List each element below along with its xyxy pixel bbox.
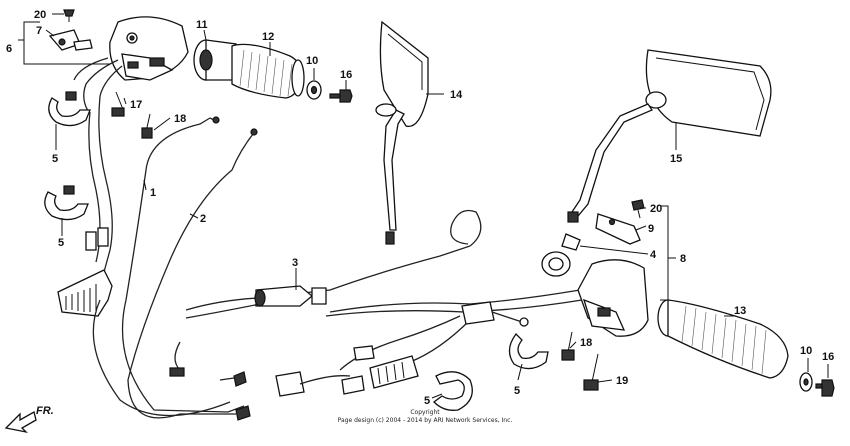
throttle-cable-part-1[interactable] <box>121 116 245 413</box>
washer-part-10-left[interactable] <box>306 80 322 100</box>
screw-part-20-right[interactable] <box>631 199 645 219</box>
switch-bracket-part-9[interactable] <box>595 213 641 245</box>
callout-7: 7 <box>36 25 42 37</box>
callout-16-right: 16 <box>822 351 834 363</box>
callout-9: 9 <box>648 223 654 235</box>
copyright-notice: Copyright Page design (c) 2004 - 2014 by… <box>338 409 513 424</box>
callout-2: 2 <box>200 213 206 225</box>
right-switch-housing[interactable] <box>577 259 649 337</box>
left-mirror-part-14[interactable] <box>375 20 429 245</box>
throttle-grip-part-12[interactable] <box>231 43 305 99</box>
front-direction-indicator: FR. <box>4 405 54 434</box>
callout-5-d: 5 <box>424 395 430 407</box>
callout-12: 12 <box>262 31 274 43</box>
callout-20-right: 20 <box>650 203 662 215</box>
callout-5-a: 5 <box>52 153 58 165</box>
bolt-part-16-right[interactable] <box>815 379 835 397</box>
callout-16-left: 16 <box>340 69 352 81</box>
callout-20-left: 20 <box>34 9 46 21</box>
callout-10-right: 10 <box>800 345 812 357</box>
callout-1: 1 <box>150 187 156 199</box>
callout-17: 17 <box>130 99 142 111</box>
cable-clamp-part-5-middle[interactable] <box>508 333 549 370</box>
front-brake-switch-part-4[interactable] <box>541 233 581 277</box>
callout-18-left: 18 <box>174 113 186 125</box>
callout-10-left: 10 <box>306 55 318 67</box>
callout-13: 13 <box>734 305 746 317</box>
throttle-cable-part-2[interactable] <box>127 128 258 421</box>
front-direction-label: FR. <box>36 405 54 417</box>
callout-5-b: 5 <box>58 237 64 249</box>
switch-bracket-part-7[interactable] <box>48 29 93 51</box>
right-mirror-part-15[interactable] <box>567 49 772 223</box>
callout-11: 11 <box>196 19 208 31</box>
throttle-pipe-part-11[interactable] <box>193 39 237 81</box>
callout-3: 3 <box>292 257 298 269</box>
right-harness[interactable] <box>275 289 583 397</box>
cable-clamp-part-5-upper-left[interactable] <box>48 91 91 127</box>
callout-14: 14 <box>450 89 463 101</box>
screw-part-18-right[interactable] <box>561 331 575 361</box>
callout-labels: 20 7 6 5 5 17 18 1 2 3 11 12 10 16 14 15… <box>6 9 834 407</box>
copyright-title: Copyright <box>410 409 440 416</box>
callout-18-right: 18 <box>580 337 592 349</box>
callout-19: 19 <box>616 375 628 387</box>
callout-6: 6 <box>6 43 12 55</box>
copyright-text: Page design (c) 2004 - 2014 by ARI Netwo… <box>338 417 513 424</box>
cable-clamp-part-5-lower-left[interactable] <box>44 185 89 221</box>
screw-part-18-left[interactable] <box>141 113 153 139</box>
screw-part-17[interactable] <box>111 91 125 117</box>
callout-4: 4 <box>650 249 657 261</box>
leader-lines <box>18 13 829 399</box>
front-arrow-icon <box>4 411 37 434</box>
callout-5-c: 5 <box>514 385 520 397</box>
callout-8: 8 <box>680 253 686 265</box>
cable-clamp-part-5-bottom[interactable] <box>433 371 473 411</box>
screw-part-20-left[interactable] <box>63 9 75 22</box>
bolt-part-16-left[interactable] <box>329 89 353 103</box>
left-harness-connector[interactable] <box>57 227 113 317</box>
clutch-switch-cable-part-3[interactable] <box>169 209 482 377</box>
callout-15: 15 <box>670 153 682 165</box>
washer-part-10-right[interactable] <box>799 372 813 392</box>
right-grip-part-13[interactable] <box>657 299 789 379</box>
left-switch-housing[interactable] <box>109 16 189 81</box>
screw-part-19[interactable] <box>583 353 599 391</box>
